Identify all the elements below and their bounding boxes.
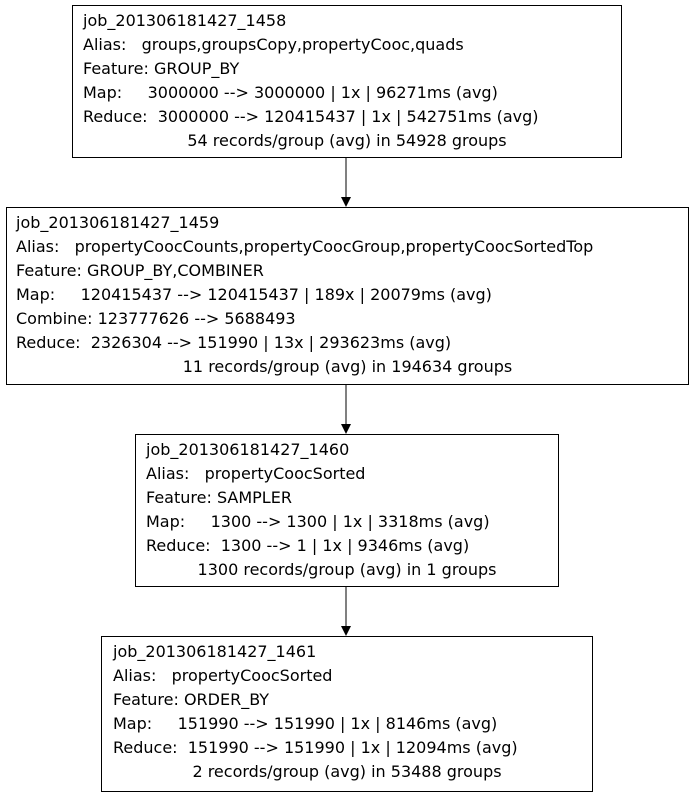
job-summary: 1300 records/group (avg) in 1 groups [197,560,497,579]
job-map: Map: 1300 --> 1300 | 1x | 3318ms (avg) [146,512,490,531]
job-alias: Alias: propertyCoocCounts,propertyCoocGr… [16,237,594,256]
job-id: job_201306181427_1459 [16,213,220,232]
job-feature: Feature: GROUP_BY [83,59,240,78]
job-feature: Feature: ORDER_BY [113,690,270,709]
job-id: job_201306181427_1461 [113,642,317,661]
job-combine: Combine: 123777626 --> 5688493 [16,309,296,328]
job-node-1460[interactable]: job_201306181427_1460 Alias: propertyCoo… [135,434,559,587]
job-alias: Alias: propertyCoocSorted [146,464,366,483]
job-reduce: Reduce: 1300 --> 1 | 1x | 9346ms (avg) [146,536,470,555]
job-id: job_201306181427_1460 [146,440,350,459]
job-map: Map: 151990 --> 151990 | 1x | 8146ms (av… [113,714,498,733]
job-map: Map: 3000000 --> 3000000 | 1x | 96271ms … [83,83,498,102]
job-alias: Alias: groups,groupsCopy,propertyCooc,qu… [83,35,464,54]
job-alias: Alias: propertyCoocSorted [113,666,333,685]
job-reduce: Reduce: 2326304 --> 151990 | 13x | 29362… [16,333,452,352]
job-id: job_201306181427_1458 [83,11,287,30]
job-feature: Feature: SAMPLER [146,488,292,507]
job-reduce: Reduce: 151990 --> 151990 | 1x | 12094ms… [113,738,518,757]
job-summary: 11 records/group (avg) in 194634 groups [182,357,513,376]
job-summary: 54 records/group (avg) in 54928 groups [187,131,507,150]
job-summary: 2 records/group (avg) in 53488 groups [192,762,502,781]
job-reduce: Reduce: 3000000 --> 120415437 | 1x | 542… [83,107,539,126]
job-node-1461[interactable]: job_201306181427_1461 Alias: propertyCoo… [101,636,593,792]
job-node-1458[interactable]: job_201306181427_1458 Alias: groups,grou… [72,5,622,158]
job-node-1459[interactable]: job_201306181427_1459 Alias: propertyCoo… [6,207,689,385]
job-map: Map: 120415437 --> 120415437 | 189x | 20… [16,285,492,304]
job-feature: Feature: GROUP_BY,COMBINER [16,261,264,280]
